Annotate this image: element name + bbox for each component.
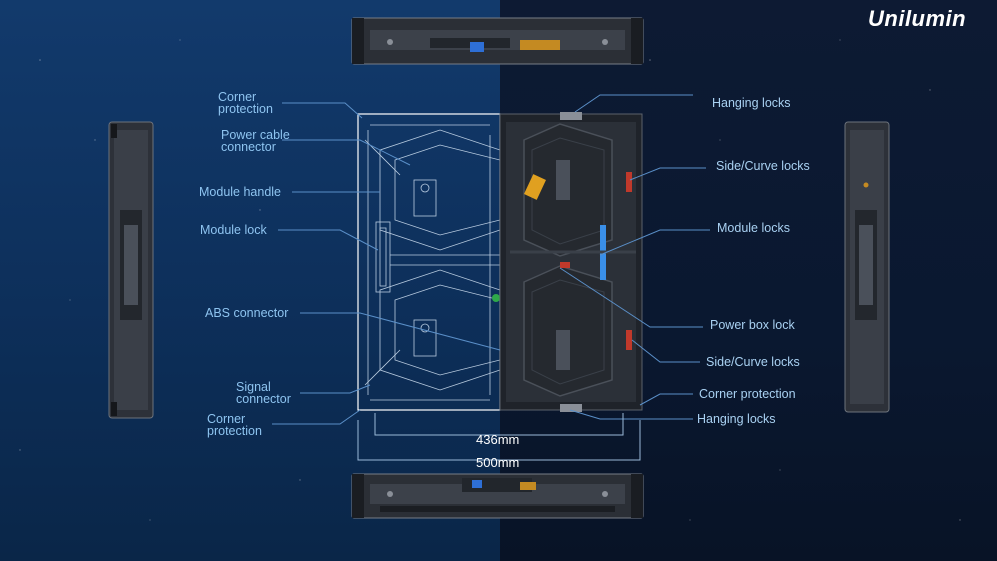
starfield	[19, 39, 961, 521]
label-corner-protection-bottom: Corner protection	[207, 412, 262, 438]
brand-logo: Unilumin	[868, 6, 967, 31]
cabinet-right-side-view-icon	[844, 121, 890, 413]
label-power-box-lock: Power box lock	[710, 318, 795, 332]
dimension-outer-width: 500mm	[476, 455, 520, 470]
leader-lines	[272, 94, 710, 461]
label-power-cable-connector: Power cable connector	[221, 128, 290, 154]
label-module-locks: Module locks	[717, 221, 790, 235]
label-signal-connector: Signal connector	[236, 380, 291, 406]
label-hanging-locks-bottom: Hanging locks	[697, 412, 776, 426]
label-abs-connector: ABS connector	[205, 306, 289, 320]
cabinet-top-view-icon	[351, 17, 644, 65]
cabinet-bottom-view-icon	[351, 473, 644, 519]
cabinet-front-view-icon	[357, 112, 643, 412]
cabinet-left-side-view-icon	[108, 121, 154, 419]
label-module-lock: Module lock	[200, 223, 267, 237]
label-side-curve-locks-top: Side/Curve locks	[716, 159, 810, 173]
dimension-inner-width: 436mm	[476, 432, 520, 447]
label-corner-protection-top: Corner protection	[218, 90, 273, 116]
left-background	[0, 0, 500, 561]
label-hanging-locks-top: Hanging locks	[712, 96, 791, 110]
label-module-handle: Module handle	[199, 185, 282, 199]
label-side-curve-locks-bottom: Side/Curve locks	[706, 355, 800, 369]
label-corner-protection: Corner protection	[699, 387, 796, 401]
